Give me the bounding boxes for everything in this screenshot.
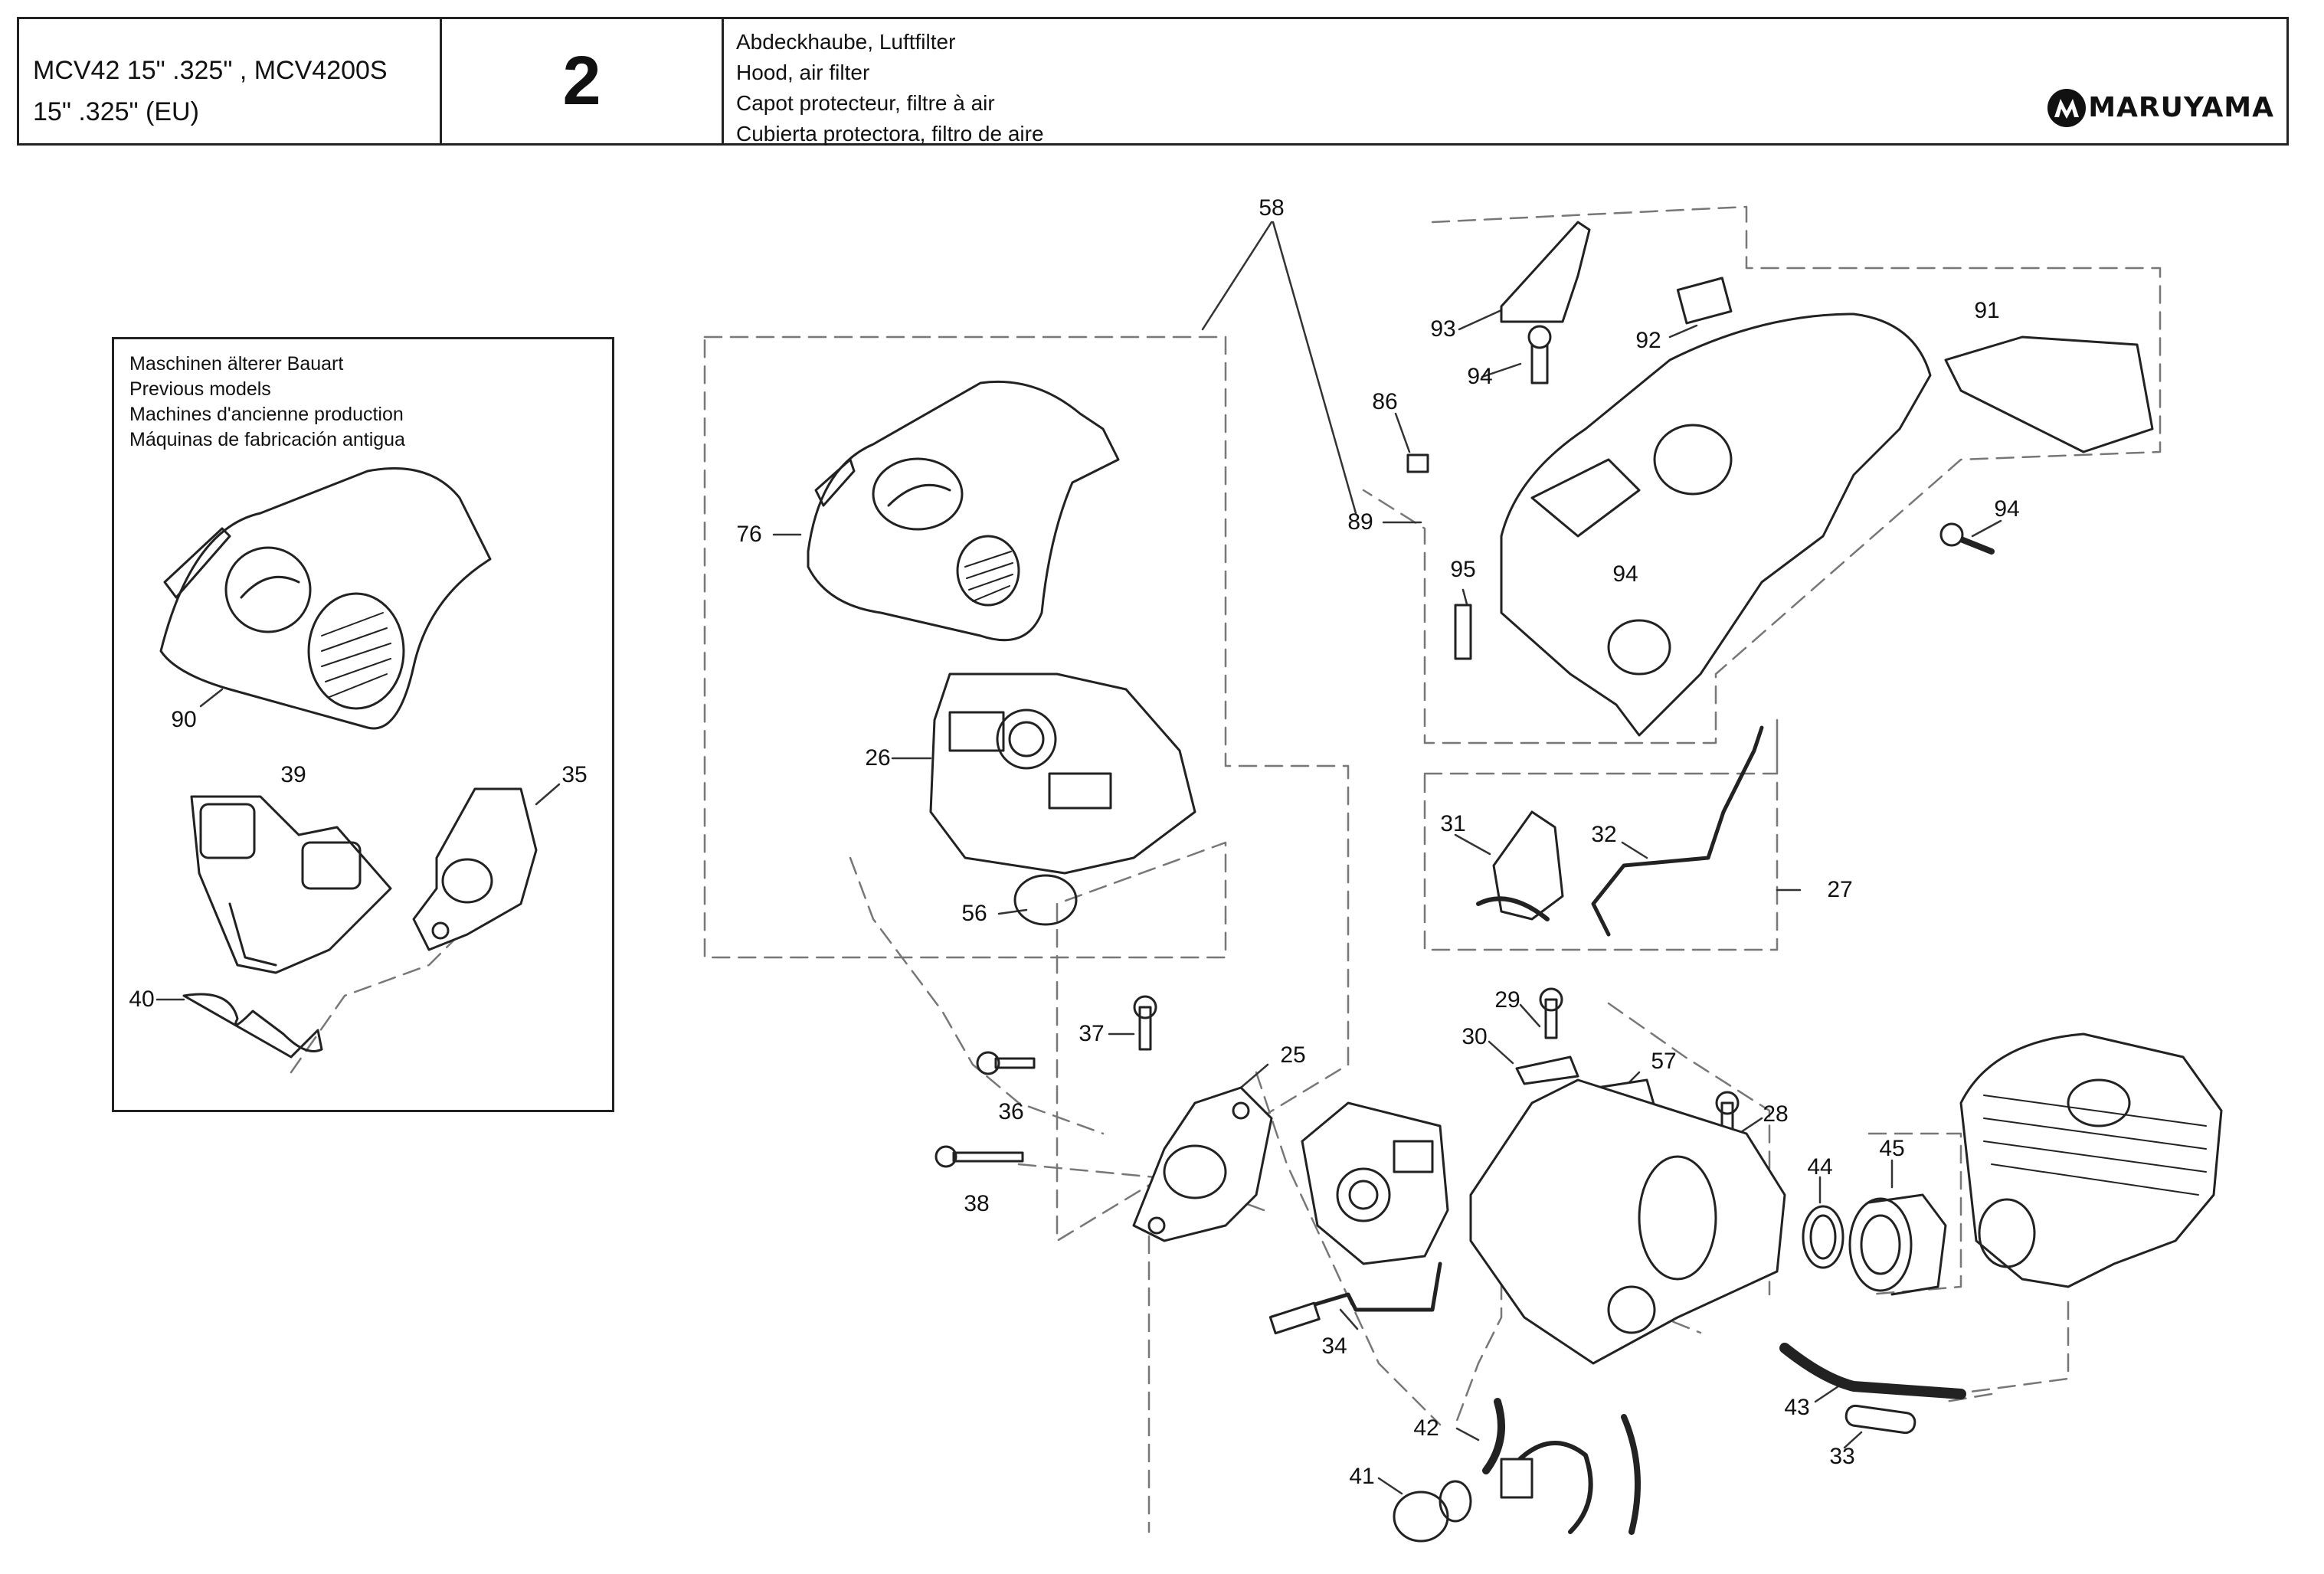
header-box: MCV42 15" .325" , MCV4200S 15" .325" (EU… xyxy=(17,17,2289,146)
part-43-hose xyxy=(1779,1343,1966,1399)
part-30-clip xyxy=(1515,1055,1579,1085)
description-fr: Capot protecteur, filtre à air xyxy=(736,91,995,115)
callout-35: 35 xyxy=(561,762,588,787)
part-32-rod xyxy=(1591,725,1764,937)
callout-44: 44 xyxy=(1807,1154,1833,1180)
callout-37: 37 xyxy=(1079,1021,1105,1046)
callout-94-mid: 94 xyxy=(1612,561,1638,587)
callout-27: 27 xyxy=(1827,877,1853,902)
part-26-filter-base xyxy=(929,672,1196,875)
maruyama-mark-icon xyxy=(2047,89,2087,127)
part-45-intake-manifold xyxy=(1848,1193,1947,1296)
callout-31: 31 xyxy=(1440,811,1466,836)
assembly-outlines xyxy=(290,205,2162,1533)
callout-34: 34 xyxy=(1321,1333,1347,1359)
callout-26: 26 xyxy=(865,745,891,771)
callout-25: 25 xyxy=(1280,1042,1306,1068)
callout-92: 92 xyxy=(1635,328,1661,353)
part-36-screw xyxy=(976,1051,1036,1075)
part-44-ring xyxy=(1802,1205,1844,1269)
part-39-air-filter xyxy=(190,795,392,974)
description-es: Cubierta protectora, filtro de aire xyxy=(736,122,1044,146)
brand-logo: MARUYAMA xyxy=(2045,87,2274,129)
description-en: Hood, air filter xyxy=(736,61,870,84)
callout-28: 28 xyxy=(1763,1101,1789,1127)
callout-76: 76 xyxy=(736,522,762,547)
previous-models-es: Máquinas de fabricación antigua xyxy=(129,429,405,450)
callout-42: 42 xyxy=(1413,1415,1439,1441)
callout-38: 38 xyxy=(964,1191,990,1216)
callout-43: 43 xyxy=(1784,1395,1810,1420)
carburetor xyxy=(1301,1101,1449,1265)
callout-93: 93 xyxy=(1430,316,1456,342)
part-41-primer-bulb xyxy=(1393,1480,1472,1543)
section-number: 2 xyxy=(442,19,724,143)
callout-40: 40 xyxy=(129,987,155,1012)
part-29-screw xyxy=(1539,987,1563,1039)
previous-models-en: Previous models xyxy=(129,378,271,400)
crankcase-housing xyxy=(1469,1078,1786,1365)
part-34-pad xyxy=(1268,1301,1321,1335)
part-93-plate xyxy=(1500,221,1591,323)
part-56-o-ring xyxy=(1013,874,1078,926)
callout-32: 32 xyxy=(1591,822,1617,847)
callout-94-right: 94 xyxy=(1994,496,2020,522)
description-de: Abdeckhaube, Luftfilter xyxy=(736,30,956,54)
part-89-top-cover xyxy=(1500,313,1932,737)
part-91-cover-plate xyxy=(1944,335,2154,453)
callout-89: 89 xyxy=(1347,509,1373,535)
part-38-bolt xyxy=(935,1145,1024,1168)
callout-58: 58 xyxy=(1259,195,1285,221)
fuel-line-cluster xyxy=(1500,1414,1641,1535)
callout-41: 41 xyxy=(1349,1464,1375,1489)
part-33-sleeve xyxy=(1844,1404,1916,1435)
model-cell: MCV42 15" .325" , MCV4200S 15" .325" (EU… xyxy=(19,19,442,143)
previous-models-fr: Machines d'ancienne production xyxy=(129,404,404,425)
part-95-strip xyxy=(1454,604,1472,660)
previous-models-box: Maschinen älterer Bauart Previous models… xyxy=(112,337,614,1112)
part-40-wire-clip xyxy=(182,993,323,1059)
model-line-1: MCV42 15" .325" , MCV4200S xyxy=(33,56,388,85)
part-35-bracket xyxy=(412,787,538,951)
part-25-flange xyxy=(1132,1086,1273,1242)
part-31-lever xyxy=(1476,810,1564,921)
callout-56: 56 xyxy=(961,901,987,926)
callout-45: 45 xyxy=(1879,1136,1905,1161)
callout-95: 95 xyxy=(1450,557,1476,582)
callout-91: 91 xyxy=(1974,298,2000,323)
callout-39: 39 xyxy=(280,762,306,787)
description-cell: Abdeckhaube, Luftfilter Hood, air filter… xyxy=(724,19,2286,146)
part-34-lever xyxy=(1269,1261,1442,1320)
callout-30: 30 xyxy=(1462,1024,1488,1049)
callout-86: 86 xyxy=(1372,389,1398,414)
part-37-screw xyxy=(1133,995,1157,1051)
callout-57: 57 xyxy=(1651,1049,1677,1074)
engine-cylinder xyxy=(1959,1032,2223,1288)
part-28-screw xyxy=(1715,1091,1740,1143)
part-42-fuel-hose xyxy=(1482,1398,1505,1474)
callout-29: 29 xyxy=(1494,987,1520,1013)
part-86-plug xyxy=(1406,453,1429,473)
callout-90: 90 xyxy=(171,707,197,732)
model-line-2: 15" .325" (EU) xyxy=(33,97,199,126)
previous-models-de: Maschinen älterer Bauart xyxy=(129,353,344,375)
part-90-old-hood xyxy=(159,467,492,730)
brand-name: MARUYAMA xyxy=(2088,92,2274,123)
callout-33: 33 xyxy=(1829,1444,1855,1469)
callout-36: 36 xyxy=(998,1099,1024,1124)
part-76-hood xyxy=(807,380,1120,642)
part-92-label xyxy=(1676,277,1733,325)
callout-94-top: 94 xyxy=(1467,364,1493,389)
leader-lines xyxy=(155,221,2002,1495)
